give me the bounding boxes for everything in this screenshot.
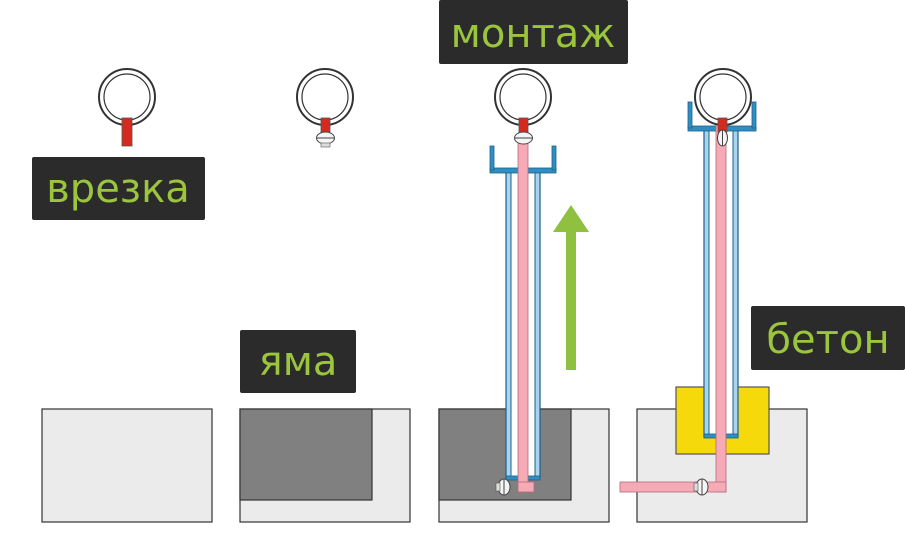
stage-cut-in: врезка [32, 68, 213, 523]
ring-icon [98, 68, 156, 126]
stage-install: монтаж [438, 0, 628, 523]
label-pit-text: яма [259, 339, 338, 385]
ring-icon [694, 68, 752, 126]
stage-concrete: бетон [619, 68, 905, 523]
label-install-text: монтаж [451, 11, 616, 57]
pit [239, 408, 373, 501]
valve-icon [121, 117, 133, 147]
ring-icon [296, 68, 354, 126]
tap-icon [495, 478, 511, 496]
valve-icon [717, 117, 728, 147]
label-concrete-text: бетон [766, 317, 889, 363]
label-cut-in: врезка [32, 157, 205, 220]
up-arrow-icon [553, 205, 589, 370]
label-pit: яма [240, 330, 356, 393]
label-install: монтаж [439, 0, 628, 64]
ground-block [41, 408, 213, 523]
ring-icon [494, 68, 552, 126]
stage-pit: яма [239, 68, 411, 523]
tap-icon [693, 478, 709, 496]
label-cut-in-text: врезка [46, 166, 190, 212]
label-concrete: бетон [751, 306, 905, 370]
valve-icon [514, 117, 533, 145]
valve-icon [316, 117, 335, 148]
